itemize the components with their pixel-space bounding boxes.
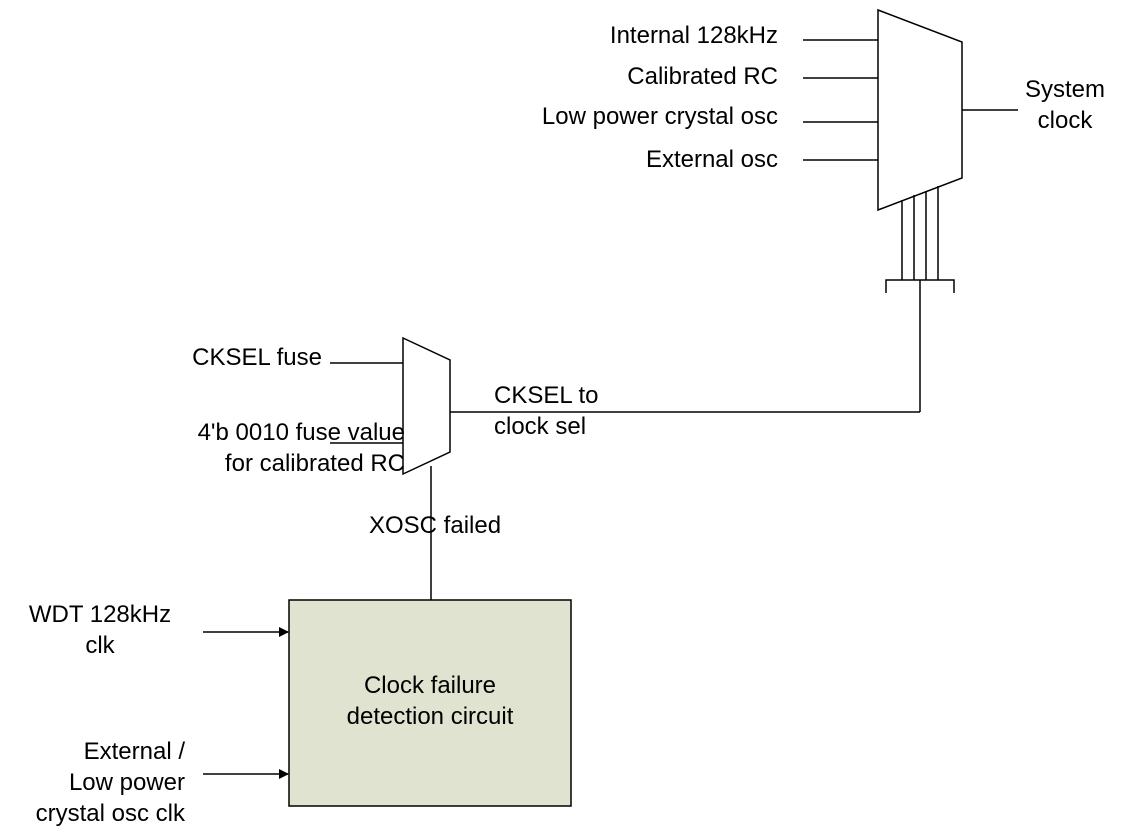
input-label-internal-128khz: Internal 128kHz xyxy=(609,22,778,49)
wdt-clk-label: WDT 128kHz clk xyxy=(28,601,172,659)
cksel-output-label: CKSEL to clock sel xyxy=(494,382,599,440)
input-label-calibrated-rc: Calibrated RC xyxy=(627,63,778,90)
xosc-failed-label: XOSC failed xyxy=(369,512,502,539)
input-label-external-osc: External osc xyxy=(645,146,778,173)
system-clock-mux xyxy=(877,8,963,212)
default-fuse-value-label: 4'b 0010 fuse value for calibrated RC xyxy=(197,419,405,477)
cksel-mux xyxy=(402,336,451,476)
cksel-fuse-label: CKSEL fuse xyxy=(192,344,322,371)
detector-title: Clock failure detection circuit xyxy=(346,672,514,730)
detector-box xyxy=(288,599,572,807)
external-clk-label: External / Low power crystal osc clk xyxy=(35,738,185,827)
system-clock-label: System clock xyxy=(1024,76,1105,134)
input-label-low-power-crystal-osc: Low power crystal osc xyxy=(541,103,778,130)
